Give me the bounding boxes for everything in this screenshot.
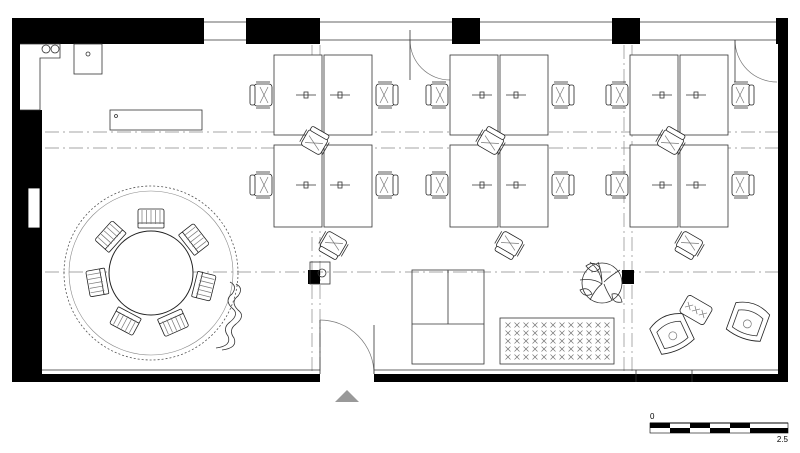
office-chair: [731, 81, 755, 109]
meeting-rug: [63, 185, 239, 361]
office-chair: [375, 171, 399, 199]
office-chair: [551, 171, 575, 199]
meeting-chair: [85, 267, 110, 297]
meeting-chair: [95, 220, 127, 253]
appliance: [73, 43, 103, 75]
wall-top-column-3: [612, 18, 640, 44]
office-chair: [674, 231, 705, 260]
office-chair: [299, 126, 330, 155]
desk: [323, 144, 373, 228]
desk: [629, 144, 679, 228]
meeting-chairs: [85, 208, 217, 337]
round-table: [108, 230, 194, 316]
desk: [679, 144, 729, 228]
wall-top-left: [12, 18, 204, 44]
wall-bottom-right: [374, 374, 788, 382]
plant-stand: [215, 281, 236, 349]
workstation-block: [249, 54, 399, 260]
sink-right-icon: [50, 44, 60, 54]
office-chair: [249, 171, 273, 199]
office-chair: [375, 81, 399, 109]
lounge-seating: [649, 295, 771, 355]
desk: [273, 144, 323, 228]
office-chair: [475, 126, 506, 155]
meeting-chair: [109, 306, 142, 336]
kitchenette: [20, 43, 203, 131]
wall-right: [778, 40, 788, 382]
meeting-chair: [178, 223, 210, 256]
desk: [499, 144, 549, 228]
doors: [319, 30, 778, 375]
kitchen-counter: [20, 43, 61, 111]
plant: [579, 261, 623, 304]
service-shaft: [309, 261, 331, 285]
meeting-area: [63, 185, 242, 361]
workstation-block: [425, 54, 575, 260]
scale-bar: 0 2.5: [649, 412, 789, 444]
office-chair: [655, 126, 686, 155]
armchair: [649, 313, 695, 355]
meeting-chair: [137, 208, 165, 229]
office-chair: [318, 231, 349, 260]
office-chair: [249, 81, 273, 109]
lounge-rug: [499, 317, 615, 365]
scale-end-label: 2.5: [777, 435, 789, 444]
wall-top-right: [776, 18, 788, 44]
office-chair: [731, 171, 755, 199]
wall-bottom-left: [12, 374, 320, 382]
armchair: [725, 301, 771, 342]
scale-start-label: 0: [650, 412, 655, 421]
office-chair: [551, 81, 575, 109]
meeting-chair: [191, 271, 217, 302]
meeting-chair: [157, 308, 189, 337]
office-chair: [425, 171, 449, 199]
wall-left-opening: [27, 187, 41, 229]
wall-left-lower: [12, 110, 42, 382]
entrance-arrow-icon: [335, 390, 359, 402]
office-chair: [605, 171, 629, 199]
office-chair: [605, 81, 629, 109]
office-chair: [494, 231, 525, 260]
exterior-walls: [12, 18, 788, 382]
workstation-block: [605, 54, 755, 260]
wall-top-column-2: [452, 18, 480, 44]
column-center: [308, 270, 320, 284]
desk: [449, 144, 499, 228]
column-right: [622, 270, 634, 284]
storage-cabinet: [411, 269, 485, 365]
office-chair: [425, 81, 449, 109]
bench: [109, 109, 203, 131]
wall-top-column-1: [246, 18, 320, 44]
sink-left-icon: [41, 44, 51, 54]
ottoman: [679, 295, 713, 325]
wall-left-upper: [12, 18, 20, 110]
workstations: [249, 54, 755, 260]
